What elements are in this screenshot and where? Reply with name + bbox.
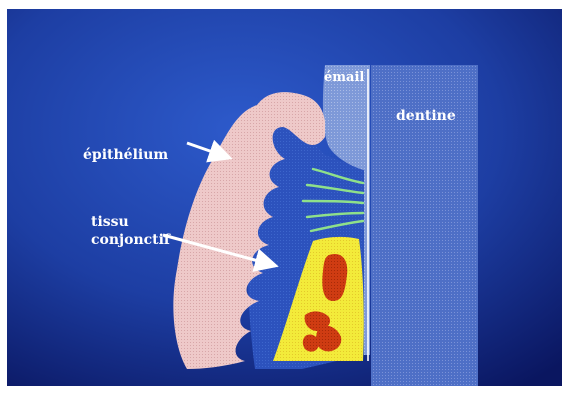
label-dentine: dentine [396,108,456,125]
label-epithelium: épithélium [83,147,168,164]
diagram-canvas [7,9,562,386]
cementum-strip [364,65,370,355]
label-email: émail [324,69,364,86]
diagram-slide: émail dentine épithélium tissu conjoncti… [7,9,562,386]
label-tissue-line2: conjonctif [91,232,170,249]
label-tissue-line1: tissu [91,214,129,231]
